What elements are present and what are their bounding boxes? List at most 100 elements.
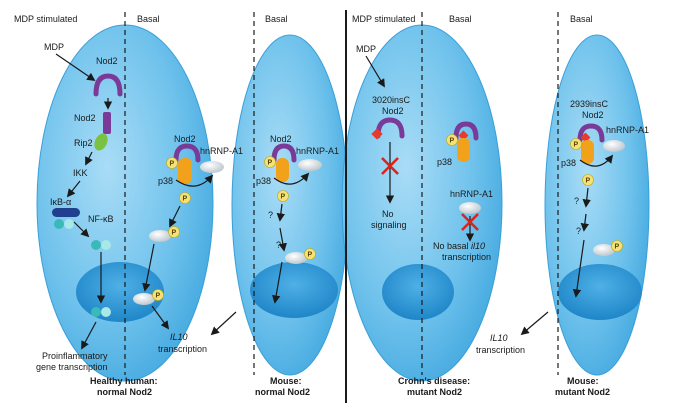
arrow-b2-to-nucleus — [272, 261, 283, 304]
phospho-r2-b-label: P — [586, 178, 591, 185]
arrow-r2-down-1 — [582, 187, 591, 208]
label-q-r2-1: ? — [574, 196, 579, 206]
label-ikb: IκB-α — [50, 197, 71, 207]
nfkb-nuclear-icon-2 — [101, 307, 111, 317]
nod2-3020-icon — [375, 117, 405, 139]
phospho-b1-c — [168, 226, 180, 238]
caption-mouse-normal-1: Mouse: — [270, 376, 302, 386]
label-p38-r1: p38 — [437, 157, 452, 167]
label-3020-nod2: Nod2 — [382, 106, 404, 116]
header-left-mdp: MDP stimulated — [14, 14, 77, 24]
caption-crohn-2: mutant Nod2 — [407, 387, 462, 397]
header-right-basal-1: Basal — [449, 14, 472, 24]
phospho-r2-a-label: P — [574, 142, 579, 149]
phospho-r2-b — [582, 174, 594, 186]
hnrnp-b1-icon — [200, 161, 224, 173]
label-transcription-right: transcription — [476, 345, 525, 355]
label-hnrnp-b2: hnRNP-A1 — [296, 146, 339, 156]
hnrnp-b2-phos-icon — [285, 252, 307, 264]
nfkb-nuclear-icon-1 — [91, 307, 101, 317]
phospho-b1-b — [179, 192, 191, 204]
nod2-b1-icon — [173, 143, 201, 163]
label-p38-b1: p38 — [158, 176, 173, 186]
cell-mouse-normal — [231, 34, 349, 376]
hnrnp-b1-phos-icon — [149, 230, 171, 242]
phospho-b2-b-label: P — [281, 194, 286, 201]
mutation-3020-icon — [371, 128, 383, 140]
phospho-r2-a — [570, 138, 582, 150]
arrow-b1-to-nucleus — [142, 243, 155, 292]
label-no-basal-gene: il10 — [471, 241, 485, 251]
phospho-b1-b-label: P — [183, 196, 188, 203]
arrow-ikb-to-nfkb — [73, 221, 90, 238]
caption-mouse-normal-2: normal Nod2 — [255, 387, 310, 397]
arrow-rip2-to-ikk — [85, 151, 93, 166]
phospho-r2-c — [611, 240, 623, 252]
arrow-ikk-to-ikb — [66, 180, 81, 198]
label-no-signaling-1: No — [382, 209, 394, 219]
nfkb-bound-icon-1 — [54, 219, 64, 229]
label-q-b2-1: ? — [268, 210, 273, 220]
caption-crohn-1: Crohn's disease: — [398, 376, 470, 386]
arrow-to-proinflammatory — [81, 321, 97, 350]
label-no-basal-prefix: No basal — [433, 241, 469, 251]
caption-healthy-1: Healthy human: — [90, 376, 158, 386]
hnrnp-r2-phos-icon — [593, 244, 615, 256]
phospho-r2-c-label: P — [615, 244, 620, 251]
label-nod2-b1: Nod2 — [174, 134, 196, 144]
label-il10-left: IL10 — [170, 332, 188, 342]
arrow-mdp-right — [365, 55, 385, 88]
caption-mouse-mutant-2: mutant Nod2 — [555, 387, 610, 397]
label-no-basal: No basal il10 — [433, 241, 485, 251]
p38-r1-icon — [457, 138, 470, 162]
label-nod2-b2: Nod2 — [270, 134, 292, 144]
label-3020insc: 3020insC — [372, 95, 411, 105]
arrow-r2-cycle — [579, 154, 614, 167]
label-p38-b2: p38 — [256, 176, 271, 186]
arrow-mouse-to-il10 — [210, 311, 237, 336]
label-proinflammatory-2: gene transcription — [36, 362, 108, 372]
arrow-r2-down-2 — [580, 213, 589, 232]
block-x-icon-1 — [381, 157, 399, 175]
nod2-r1-icon — [453, 121, 479, 141]
phospho-b1-d-label: P — [156, 293, 161, 300]
label-nod2-mid-left: Nod2 — [74, 113, 96, 123]
phospho-b2-c — [304, 248, 316, 260]
label-ikk: IKK — [73, 168, 88, 178]
header-right-basal-2: Basal — [570, 14, 593, 24]
cell-mouse-mutant — [544, 34, 650, 376]
nod2-activated-icon — [103, 112, 111, 134]
ikb-icon — [52, 208, 80, 217]
label-proinflammatory-1: Proinflammatory — [42, 351, 108, 361]
nod2-2939-icon — [577, 123, 605, 143]
mutation-2939-icon — [580, 132, 591, 143]
label-mdp-left: MDP — [44, 42, 64, 52]
phospho-b1-c-label: P — [172, 230, 177, 237]
p38-b2-icon — [276, 158, 289, 182]
phospho-r1-a — [446, 134, 458, 146]
label-p38-r2: p38 — [561, 158, 576, 168]
label-q-r2-2: ? — [576, 226, 581, 236]
block-x-icon-2 — [461, 213, 479, 231]
arrow-to-il10-left — [151, 305, 170, 330]
phospho-b1-a — [166, 157, 178, 169]
mutation-r1-icon — [458, 130, 469, 141]
label-nod2-top-left: Nod2 — [96, 56, 118, 66]
phospho-b2-b — [277, 190, 289, 202]
hnrnp-b1-nuclear-icon — [133, 293, 155, 305]
header-left-basal-1: Basal — [137, 14, 160, 24]
caption-healthy-2: normal Nod2 — [97, 387, 152, 397]
phospho-r1-a-label: P — [450, 138, 455, 145]
label-hnrnp-r1: hnRNP-A1 — [450, 189, 493, 199]
nfkb-free-icon-1 — [91, 240, 101, 250]
arrow-b1-down — [169, 205, 181, 228]
nod2-receptor-icon — [93, 73, 123, 97]
nfkb-bound-icon-2 — [64, 219, 74, 229]
label-mdp-right: MDP — [356, 44, 376, 54]
label-nfkb: NF-κB — [88, 214, 114, 224]
arrow-b2-down-1 — [276, 203, 285, 222]
label-q-b2-2: ? — [276, 240, 281, 250]
hnrnp-b2-icon — [298, 159, 322, 171]
phospho-b2-c-label: P — [308, 252, 313, 259]
